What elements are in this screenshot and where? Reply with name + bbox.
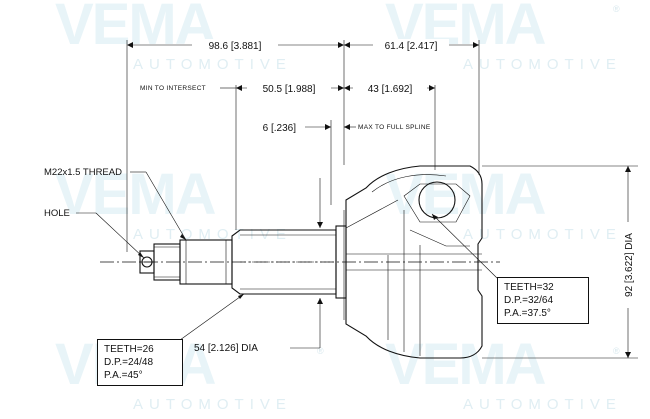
watermark-logo: VEMA [55,162,217,227]
watermark-sub: AUTOMOTIVE [463,226,622,243]
spec-right-dp: D.P.=32/64 [504,295,554,306]
watermark-reg: ® [613,4,620,14]
dim-overall-left: 98.6 [3.881] [209,41,262,52]
dim-shaft-dia: 54 [2.126] DIA [194,343,258,354]
spec-left-pa: P.A.=45° [104,370,143,381]
watermark-middle-right: VEMA AUTOMOTIVE [385,162,622,244]
watermark-sub: AUTOMOTIVE [463,56,622,73]
watermark-logo: VEMA [385,332,547,397]
spec-left-teeth: TEETH=26 [104,344,154,355]
watermark-sub: AUTOMOTIVE [133,56,292,73]
housing-upper-arc [371,174,447,193]
callout-thread: M22x1.5 THREAD [44,167,122,178]
label-max-full-spline: MAX TO FULL SPLINE [358,124,431,131]
leader-hole-diag [95,212,145,259]
leader-spec-left [179,293,245,341]
callout-hole: HOLE [44,208,70,219]
spec-box-left: TEETH=26 D.P.=24/48 P.A.=45° [97,339,183,386]
watermark-bottom-right: VEMA AUTOMOTIVE ® [385,332,622,414]
leader-spec-right [431,213,498,279]
watermark-sub: AUTOMOTIVE [133,396,292,413]
housing-diag-1 [345,199,399,229]
leader-thread-diag [145,171,187,241]
watermark-reg: ® [613,346,620,356]
bell-housing [345,165,483,359]
spec-right-teeth: TEETH=32 [504,282,554,293]
dim-min-intersect: 50.5 [1.988] [263,84,316,95]
ball-cage-detail [403,183,471,223]
dim-spline-gap: 6 [.236] [263,123,297,134]
dim-right-inner: 43 [1.692] [368,84,413,95]
label-min-intersect: MIN TO INTERSECT [140,85,206,92]
dim-outer-dia: 92 [3.622] DIA [624,233,635,297]
spec-box-right: TEETH=32 D.P.=32/64 P.A.=37.5° [497,277,589,324]
watermark-reg: ® [317,346,324,356]
spec-right-pa: P.A.=37.5° [504,308,551,319]
housing-inner-taper [409,229,470,247]
watermark-top-left: VEMA AUTOMOTIVE [55,0,292,73]
dim-overall-right: 61.4 [2.417] [385,41,438,52]
spec-left-dp: D.P.=24/48 [104,357,154,368]
watermark-sub: AUTOMOTIVE [463,396,622,413]
watermark-logo: VEMA [55,0,217,57]
watermark-logo: VEMA [385,162,547,227]
ball-cage [418,181,456,219]
